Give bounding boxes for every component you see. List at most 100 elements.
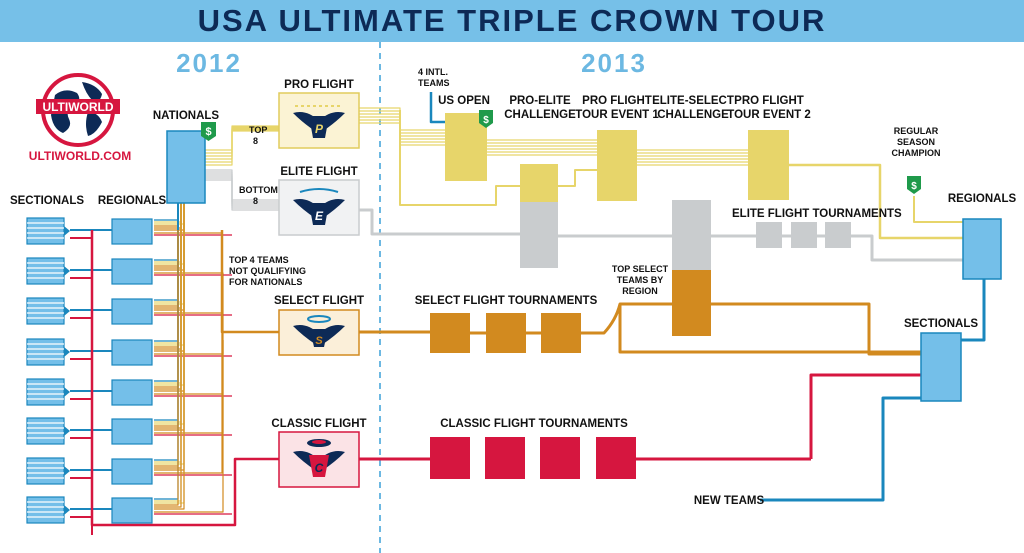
sectional-box-3 — [26, 297, 70, 325]
challenge-to-tour1-line — [558, 169, 597, 187]
regional-to-nationals-line — [154, 200, 182, 269]
regional-box-2 — [111, 258, 153, 285]
nationals-to-pro-line — [205, 130, 279, 166]
elite-tournament-box-3 — [825, 222, 851, 248]
logo-site: ULTIWORLD.COM — [29, 149, 131, 163]
select-tournaments-label: SELECT FLIGHT TOURNAMENTS — [415, 295, 598, 307]
classic-flight-badge: C — [278, 431, 360, 488]
sectional-box — [26, 338, 65, 366]
regional-box-4 — [111, 339, 153, 366]
svg-text:$: $ — [483, 115, 489, 126]
pro-tour-event-1-box — [597, 130, 637, 201]
sectional-box-2 — [26, 257, 70, 285]
nationals-to-elite-line — [205, 179, 279, 211]
sectional-arrow — [64, 226, 70, 236]
regional-to-nationals-line — [154, 200, 182, 508]
pro-flight-label: PRO FLIGHT — [284, 79, 354, 91]
regional-box-5 — [111, 379, 153, 406]
sectional-classic-line — [70, 398, 93, 417]
regional-box-1 — [111, 218, 153, 245]
select-tournament-box-1 — [430, 313, 470, 353]
regional-box-3 — [111, 298, 153, 325]
sectional-arrow — [64, 466, 70, 476]
regional-box-6 — [111, 418, 153, 445]
elite-tournament-box-1 — [756, 222, 782, 248]
connection-lines — [70, 92, 986, 535]
regional-to-select-line — [154, 340, 223, 474]
classic-tournament-box-1 — [430, 437, 470, 479]
sectional-box-8 — [26, 496, 70, 524]
elite-to-challenge-line — [359, 208, 520, 236]
regional-to-nationals-line — [154, 200, 185, 392]
regional-to-nationals-line — [154, 200, 182, 303]
classic-flight-label: CLASSIC FLIGHT — [271, 418, 366, 430]
classic-to-sectionals-line — [809, 373, 921, 459]
elite-tournaments-label: ELITE FLIGHT TOURNAMENTS — [732, 208, 902, 220]
tour2-to-regionals-line — [789, 163, 963, 240]
nationals-label: NATIONALS — [153, 110, 220, 122]
sectional-arrow — [64, 347, 70, 357]
classic-trunk-line — [90, 230, 279, 527]
regional-to-nationals-line — [154, 200, 179, 506]
sectional-box — [26, 378, 65, 406]
sectional-box — [26, 496, 65, 524]
intl-teams-label: 4 INTL.TEAMS — [418, 67, 450, 88]
nationals-to-pro-line — [205, 127, 279, 157]
pro-flight-badge: P — [278, 92, 360, 149]
classic-tournament-box-4 — [596, 437, 636, 479]
regional-to-nationals-line — [154, 200, 185, 305]
us-open-label: US OPEN — [438, 95, 490, 107]
select-flight-badge: S — [278, 309, 360, 356]
sectional-arrow — [64, 387, 70, 397]
nationals-to-pro-line — [205, 128, 279, 160]
new-teams-line — [760, 396, 921, 502]
sectional-arrow — [64, 505, 70, 515]
regular-season-money-icon: $ — [907, 176, 921, 194]
tournament-boxes — [430, 222, 851, 479]
elite-flight-label: ELITE FLIGHT — [280, 166, 357, 178]
sectional-box-5 — [26, 378, 70, 406]
logo-ring-text: ULTIWORLD — [42, 100, 113, 114]
elite-flight-badge: E — [278, 179, 360, 236]
sectional-arrow — [64, 426, 70, 436]
pro-badge-letter: P — [315, 122, 324, 136]
ultiworld-logo: ULTIWORLD ULTIWORLD.COM — [29, 73, 131, 163]
classic-tournament-box-3 — [540, 437, 580, 479]
top-select-to-sectionals-line — [618, 304, 921, 354]
challenge-to-sectionals-line — [711, 302, 921, 356]
us-open-money-icon: $ — [479, 110, 493, 128]
sectional-arrow — [64, 306, 70, 316]
sectionals-right-box — [920, 332, 962, 402]
regional-box-8 — [111, 497, 153, 524]
sectional-classic-line — [70, 516, 93, 535]
regional-to-nationals-line — [154, 200, 179, 461]
select-tournament-box-2 — [486, 313, 526, 353]
elite-select-challenge-bottom — [672, 270, 711, 336]
year-2012: 2012 — [176, 48, 242, 78]
sectional-classic-line — [70, 317, 93, 336]
new-teams-label: NEW TEAMS — [694, 495, 765, 507]
select-tournament-box-3 — [541, 313, 581, 353]
pro-to-challenge-line — [399, 110, 520, 206]
sectional-box — [26, 217, 65, 245]
select-trunk-line — [220, 230, 279, 334]
money-icon: $ — [201, 122, 216, 141]
sectional-regional-boxes — [26, 217, 153, 524]
sectionals-to-regionals-line — [961, 279, 986, 342]
regional-to-select-line — [154, 340, 224, 513]
sectionals-left-label: SECTIONALS — [10, 195, 84, 207]
regional-to-nationals-line — [154, 200, 182, 263]
regionals-left-label: REGIONALS — [98, 195, 167, 207]
elite-tournament-box-2 — [791, 222, 817, 248]
year-2013: 2013 — [581, 48, 647, 78]
champion-line — [913, 196, 963, 223]
regional-to-nationals-line — [154, 200, 179, 307]
